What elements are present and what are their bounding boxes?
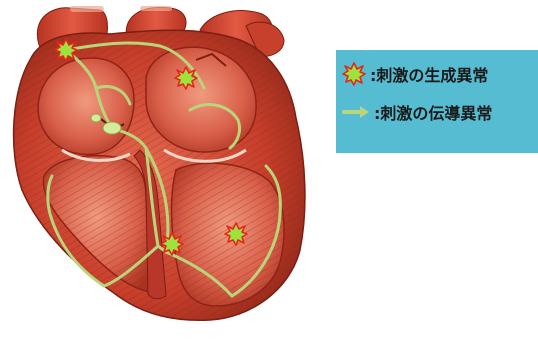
right-atrium: [38, 58, 134, 155]
starburst-icon: [161, 233, 183, 255]
legend-label-generation: :刺激の生成異常: [370, 62, 488, 86]
starburst-icon: [225, 223, 247, 245]
heart-illustration: [14, 6, 305, 320]
starburst-icon: [55, 39, 77, 61]
av-node-secondary: [91, 114, 101, 122]
starburst-icon: [342, 62, 366, 86]
starburst-icon: [175, 67, 197, 89]
av-node: [103, 122, 121, 134]
green-arrow-line-icon: [342, 100, 370, 124]
legend-label-conduction: :刺激の伝導異常: [374, 100, 492, 124]
legend: :刺激の生成異常 :刺激の伝導異常: [336, 50, 538, 153]
legend-item-generation: :刺激の生成異常: [342, 60, 488, 88]
legend-item-conduction: :刺激の伝導異常: [342, 98, 492, 126]
